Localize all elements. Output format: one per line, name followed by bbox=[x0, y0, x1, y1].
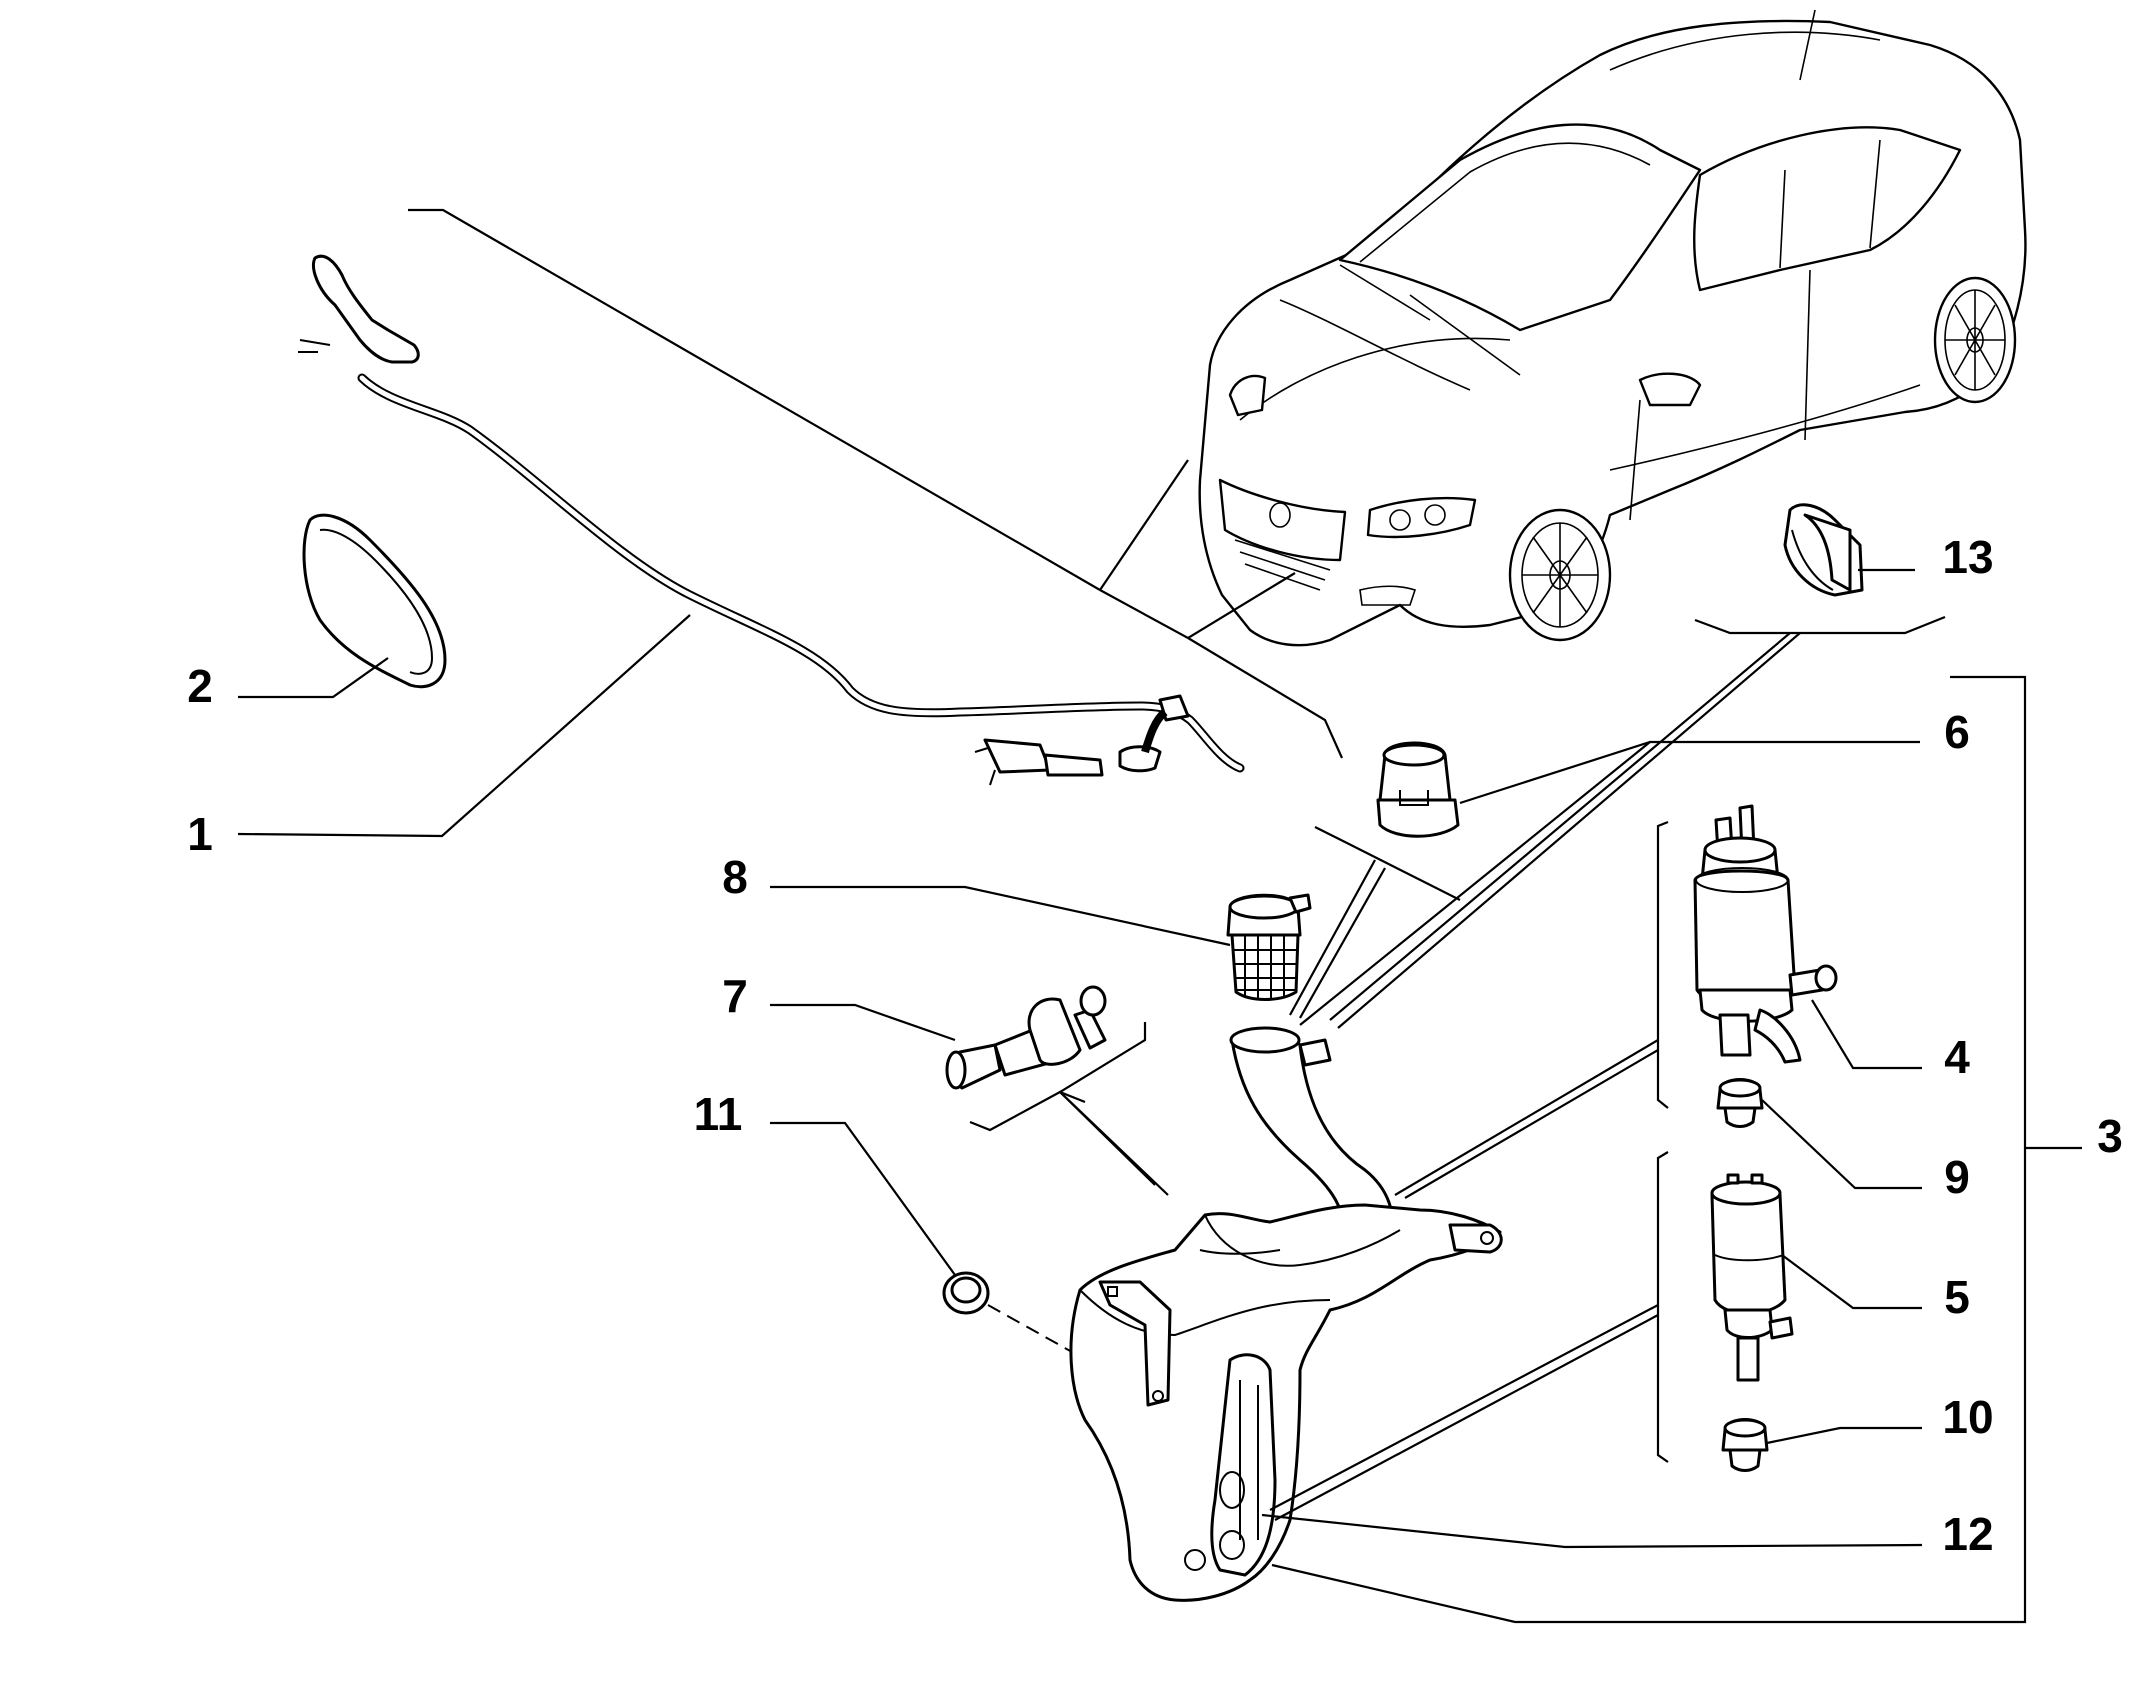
callout-1: 1 bbox=[187, 808, 213, 860]
callout-5: 5 bbox=[1944, 1271, 1970, 1323]
washer-reservoir bbox=[1069, 1026, 1503, 1602]
pump-seal-large bbox=[1716, 1078, 1764, 1128]
callout-4: 4 bbox=[1944, 1031, 1970, 1083]
callout-11: 11 bbox=[694, 1088, 743, 1140]
car-illustration bbox=[1198, 9, 2027, 647]
leader-lines bbox=[237, 208, 2082, 1624]
pump-seal-small bbox=[1721, 1418, 1769, 1472]
callout-13: 13 bbox=[1942, 531, 1993, 583]
nozzle-cover bbox=[302, 513, 447, 689]
callout-6: 6 bbox=[1944, 706, 1970, 758]
callout-2: 2 bbox=[187, 660, 213, 712]
washer-pump-large bbox=[1693, 804, 1838, 1064]
callout-7: 7 bbox=[722, 970, 748, 1022]
callout-10: 10 bbox=[1942, 1391, 1993, 1443]
washer-hose-assembly bbox=[298, 254, 1245, 786]
callout-12: 12 bbox=[1942, 1508, 1993, 1560]
clip-part bbox=[1783, 503, 1864, 597]
hose-connector bbox=[945, 985, 1107, 1090]
filler-cap bbox=[1376, 741, 1460, 838]
callout-9: 9 bbox=[1944, 1151, 1970, 1203]
callout-3: 3 bbox=[2097, 1110, 2123, 1162]
callout-labels: 1 2 3 4 5 6 7 8 9 10 11 12 13 bbox=[187, 531, 2123, 1560]
callout-8: 8 bbox=[722, 851, 748, 903]
washer-pump-small bbox=[1710, 1173, 1794, 1382]
strainer-filter bbox=[1226, 893, 1312, 1001]
